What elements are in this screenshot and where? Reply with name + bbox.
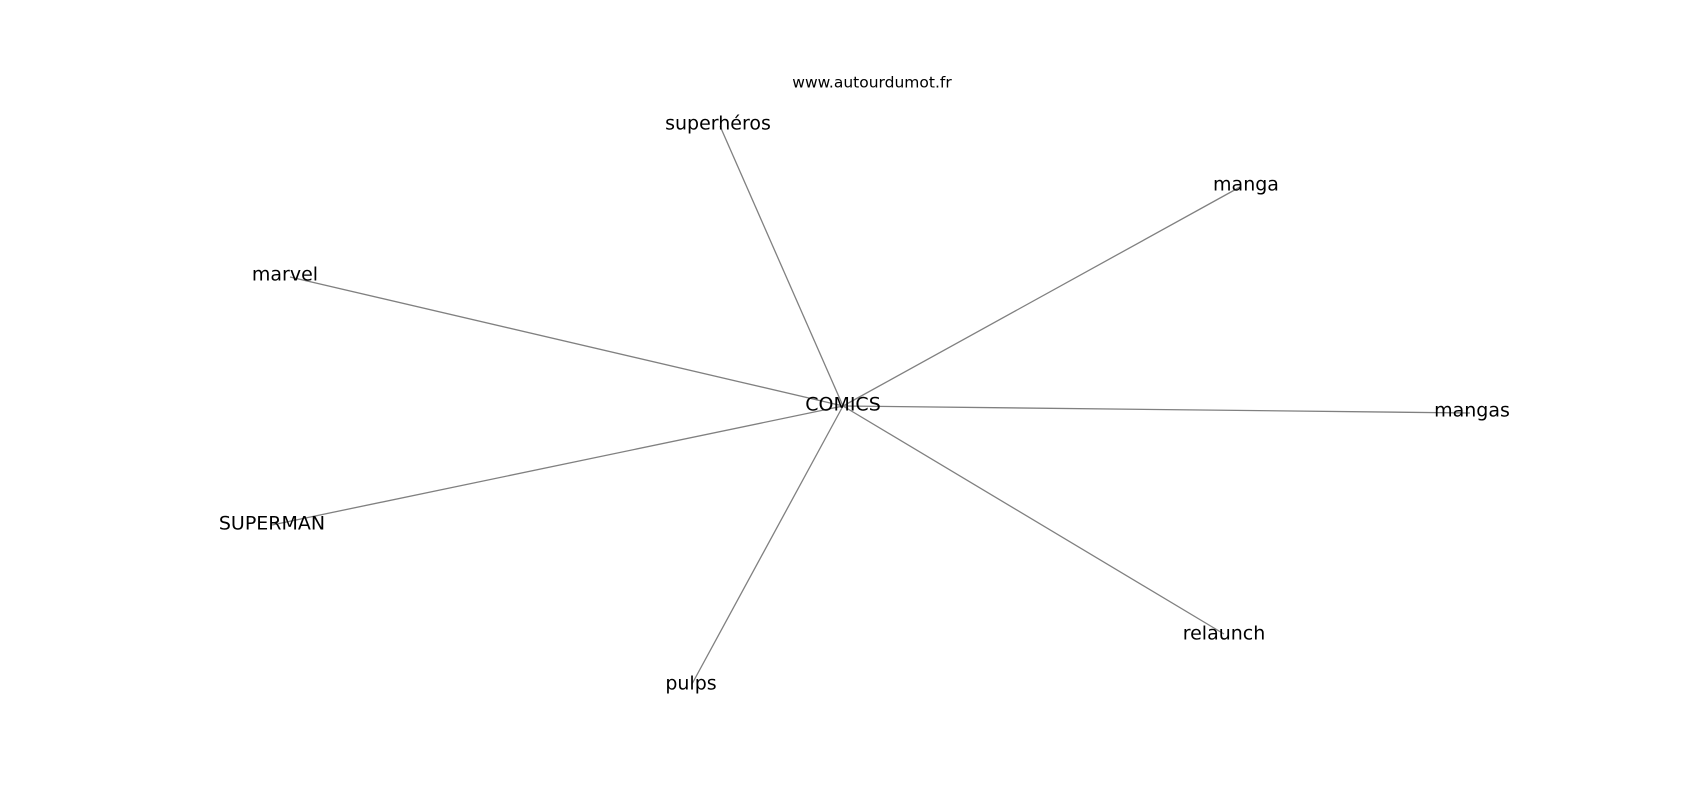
graph-edges (271, 125, 1471, 685)
edge-marvel (289, 276, 844, 407)
node-label-superman: SUPERMAN (219, 513, 325, 535)
node-label-manga: manga (1213, 174, 1279, 196)
edge-relaunch (842, 405, 1225, 635)
node-label-relaunch: relaunch (1183, 623, 1266, 645)
node-label-pulps: pulps (665, 673, 716, 695)
edge-mangas (842, 405, 1471, 414)
credit-text: www.autourdumot.fr (792, 74, 952, 92)
node-label-center: COMICS (805, 394, 881, 416)
edge-manga (842, 186, 1241, 407)
edge-superheros (719, 125, 844, 407)
graph-labels: www.autourdumot.fr COMICS superhéros man… (219, 74, 1510, 695)
node-label-superheros: superhéros (665, 113, 771, 135)
node-label-marvel: marvel (252, 264, 318, 286)
edge-superman (271, 405, 844, 526)
node-label-mangas: mangas (1434, 400, 1510, 422)
edge-pulps (691, 405, 844, 685)
